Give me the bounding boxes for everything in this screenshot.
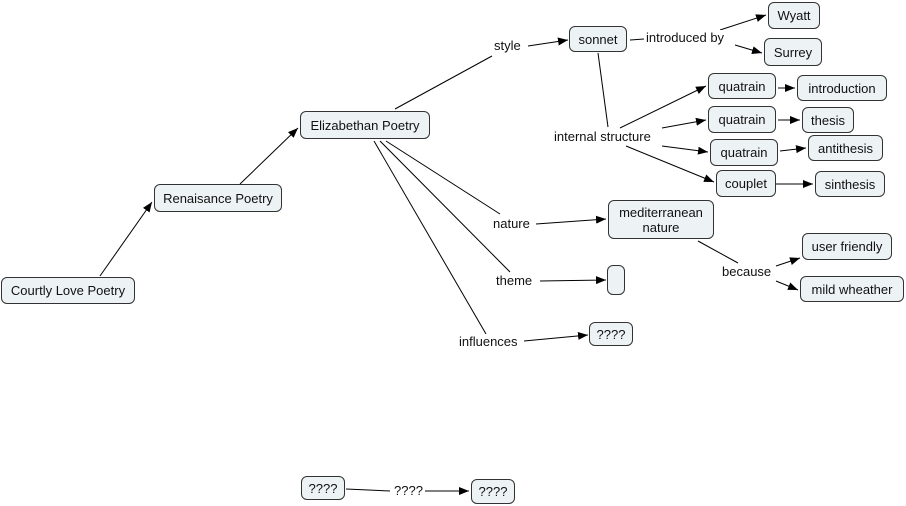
concept-wyatt[interactable]: Wyatt [768, 2, 820, 29]
concept-quatrain-2[interactable]: quatrain [708, 106, 776, 133]
concept-courtly-love-poetry[interactable]: Courtly Love Poetry [1, 277, 135, 304]
concept-bottom-left-unknown[interactable]: ???? [301, 476, 345, 500]
link-introduced-by: introduced by [645, 30, 726, 45]
concept-surrey[interactable]: Surrey [764, 38, 822, 66]
link-bottom: ???? [393, 483, 424, 498]
concept-thesis[interactable]: thesis [802, 107, 854, 133]
concept-quatrain-1[interactable]: quatrain [708, 73, 776, 99]
concept-mild-weather[interactable]: mild wheather [800, 276, 904, 302]
link-nature: nature [492, 216, 531, 231]
link-because: because [721, 264, 773, 279]
concept-introduction[interactable]: introduction [797, 75, 887, 101]
link-internal-structure: internal structure [553, 129, 652, 144]
concept-elizabethan-poetry[interactable]: Elizabethan Poetry [300, 111, 430, 139]
concept-sinthesis[interactable]: sinthesis [815, 171, 885, 197]
concept-bottom-right-unknown[interactable]: ???? [471, 479, 515, 504]
concept-antithesis[interactable]: antithesis [808, 135, 883, 161]
link-influences: influences [458, 334, 519, 349]
concept-sonnet[interactable]: sonnet [569, 26, 627, 52]
concept-mediterranean-nature[interactable]: mediterranean nature [608, 200, 714, 239]
concept-quatrain-3[interactable]: quatrain [710, 139, 778, 166]
link-style: style [493, 38, 522, 53]
concept-renaissance-poetry[interactable]: Renaisance Poetry [154, 184, 282, 212]
concept-influences-unknown[interactable]: ???? [589, 322, 633, 346]
link-theme: theme [495, 273, 534, 288]
concept-theme-empty[interactable] [607, 265, 625, 295]
concept-couplet[interactable]: couplet [716, 170, 776, 197]
concept-user-friendly[interactable]: user friendly [802, 233, 892, 260]
